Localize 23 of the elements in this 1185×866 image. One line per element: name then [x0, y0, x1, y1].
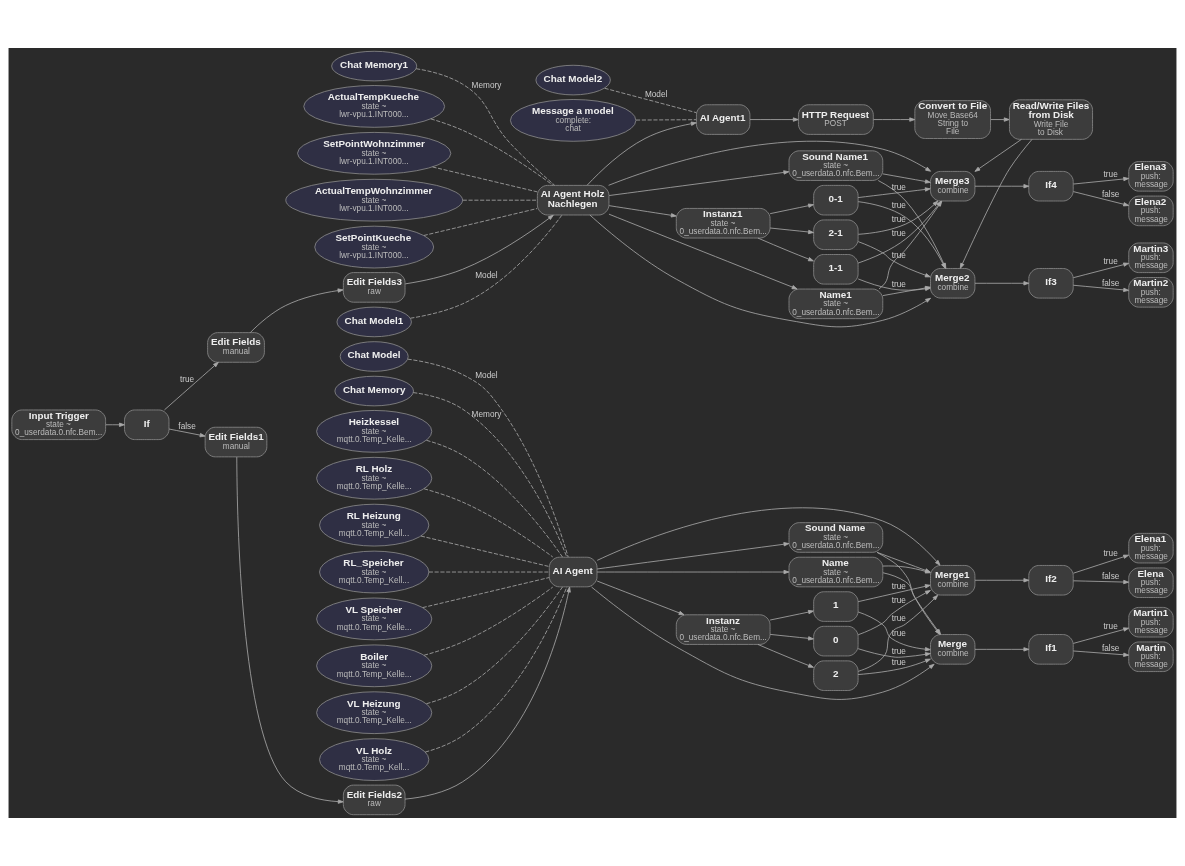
edge-label: true [1103, 257, 1118, 267]
edge-label: Model [475, 270, 498, 280]
edge-label: true [1103, 549, 1118, 559]
edge-label: true [891, 182, 906, 192]
edge-label: Memory [471, 81, 502, 91]
edge-label: true [891, 582, 906, 592]
edge-label: true [891, 629, 906, 639]
edge-label: false [178, 421, 196, 431]
edge-label: false [1101, 644, 1120, 653]
edge-label: Model [644, 90, 668, 100]
edge-label: true [891, 647, 906, 657]
edge-label: Model [475, 370, 498, 380]
edge-label: true [1103, 621, 1118, 631]
edge-label: true [891, 657, 906, 667]
edge-label: Memory [471, 409, 502, 419]
edge-label: true [891, 279, 906, 289]
edge-label: true [891, 596, 906, 606]
edge-label: true [179, 375, 195, 384]
edge-label: true [891, 614, 906, 624]
edge-label: false [1101, 572, 1120, 582]
edge-label: false [1101, 189, 1120, 199]
edge-label: true [1103, 170, 1118, 180]
edge-label: false [1101, 278, 1120, 288]
